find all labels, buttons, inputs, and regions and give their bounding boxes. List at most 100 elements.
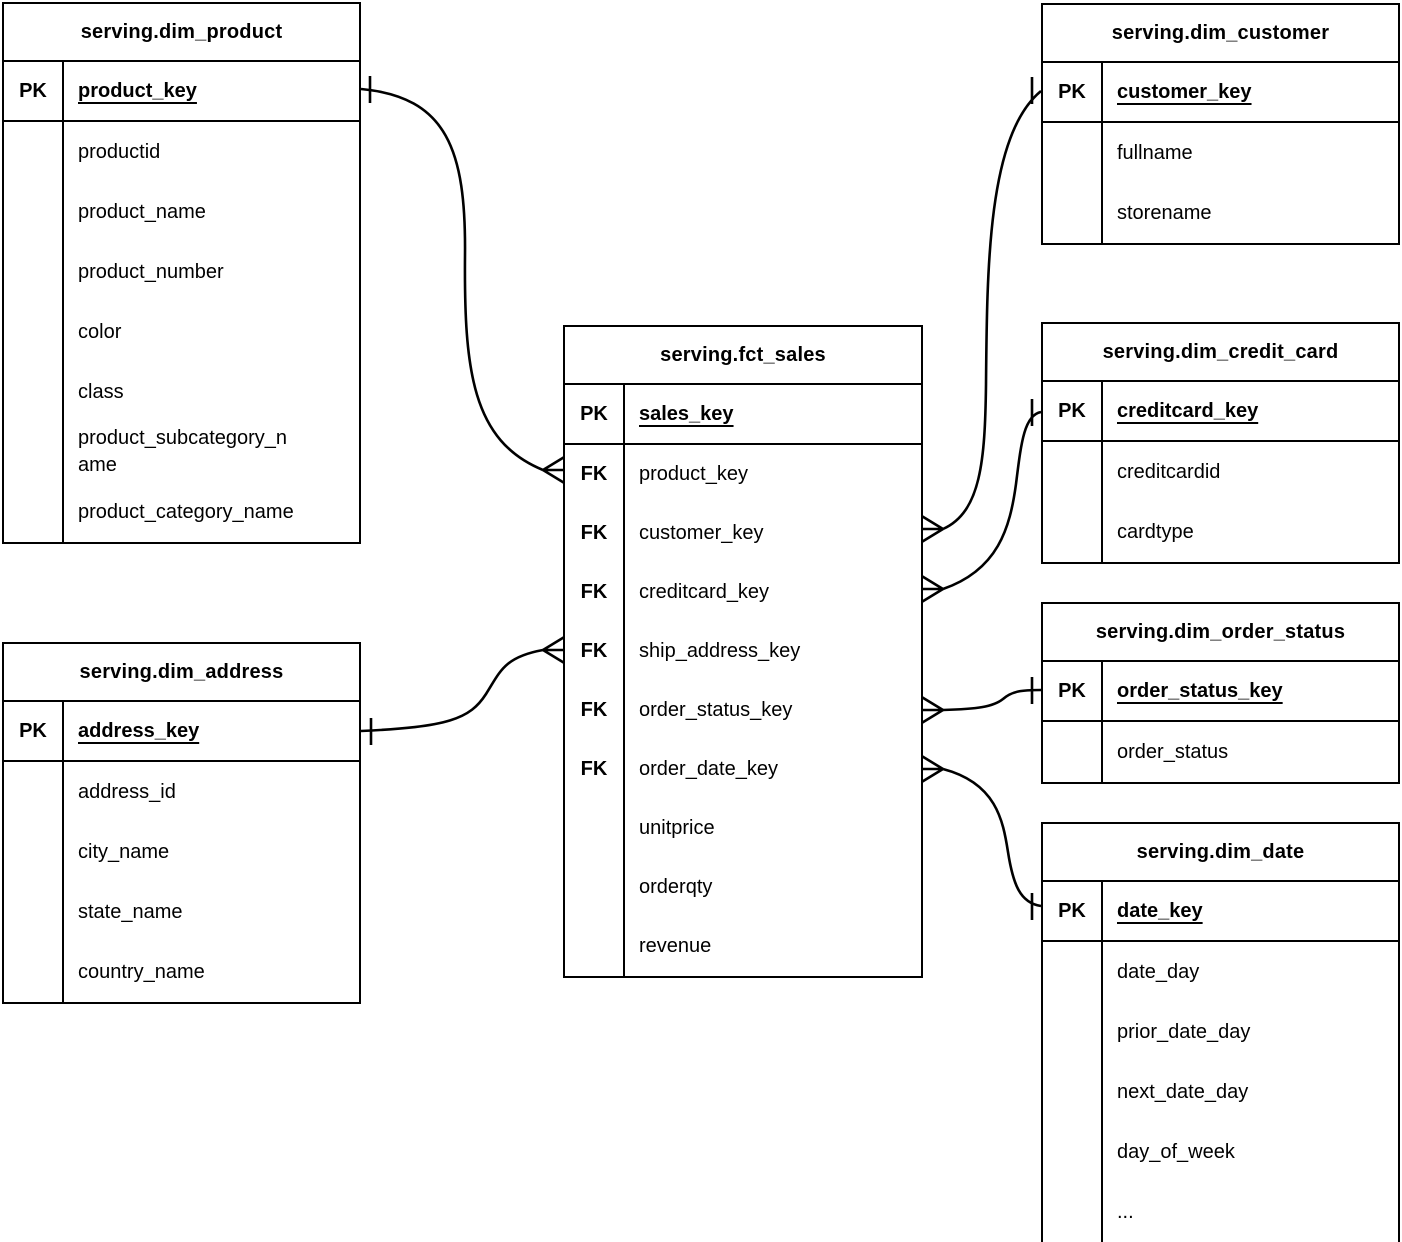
field-name: order_status <box>1117 740 1229 763</box>
key-tag <box>1043 1182 1103 1242</box>
pk-tag: PK <box>1043 382 1103 440</box>
crow-foot-icon <box>919 573 944 605</box>
pk-tag: PK <box>4 702 64 760</box>
relationship-credit-card <box>919 399 1042 605</box>
table-title: serving.dim_date <box>1043 824 1398 882</box>
field-row: ... <box>1043 1182 1398 1242</box>
key-tag <box>1043 123 1103 183</box>
fk-tag: FK <box>565 681 625 740</box>
entity-fct-sales: serving.fct_sales PK sales_key FK produc… <box>563 325 923 978</box>
key-tag <box>4 242 64 302</box>
field-name: product_key <box>639 463 748 485</box>
field-name: customer_key <box>639 522 764 544</box>
crow-foot-icon <box>919 694 944 726</box>
connector-line <box>360 648 544 733</box>
key-tag <box>1043 502 1103 562</box>
pk-tag: PK <box>1043 63 1103 121</box>
relationship-address <box>360 634 567 745</box>
field-row: FK creditcard_key <box>565 563 921 622</box>
key-tag <box>1043 1122 1103 1182</box>
field-name: creditcard_key <box>639 581 770 603</box>
field-row: country_name <box>4 942 359 1002</box>
connector-line <box>360 87 544 472</box>
pk-field: order_status_key <box>1117 679 1283 702</box>
field-name: product_category_name <box>78 500 294 523</box>
field-name: cardtype <box>1117 520 1194 543</box>
field-row: productid <box>4 122 359 182</box>
field-row: FK customer_key <box>565 504 921 563</box>
relationship-date <box>919 753 1042 920</box>
pk-tag: PK <box>1043 882 1103 940</box>
field-name: prior_date_day <box>1117 1020 1251 1043</box>
field-row: product_category_name <box>4 482 359 542</box>
pk-field: customer_key <box>1117 80 1252 103</box>
key-tag <box>1043 183 1103 243</box>
fk-tag: FK <box>565 740 625 799</box>
key-tag <box>1043 942 1103 1002</box>
pk-field: address_key <box>78 719 200 742</box>
field-name: product_name <box>78 200 206 223</box>
pk-tag: PK <box>1043 662 1103 720</box>
field-name: class <box>78 380 124 403</box>
connector-line <box>942 410 1042 591</box>
field-name: creditcardid <box>1117 460 1221 483</box>
field-name: city_name <box>78 840 170 863</box>
field-row: cardtype <box>1043 502 1398 562</box>
pk-row: PK date_key <box>1043 882 1398 942</box>
table-title: serving.dim_product <box>4 4 359 62</box>
pk-field: date_key <box>1117 899 1203 922</box>
key-tag <box>4 302 64 362</box>
pk-field: sales_key <box>639 402 734 425</box>
field-name: orderqty <box>639 876 713 898</box>
entity-dim-order-status: serving.dim_order_status PK order_status… <box>1041 602 1400 784</box>
field-name: storename <box>1117 201 1212 224</box>
field-row: orderqty <box>565 858 921 917</box>
field-row: FK ship_address_key <box>565 622 921 681</box>
field-name: ... <box>1117 1200 1134 1223</box>
field-row: fullname <box>1043 123 1398 183</box>
pk-row: PK creditcard_key <box>1043 382 1398 442</box>
pk-field: creditcard_key <box>1117 399 1259 422</box>
field-row: storename <box>1043 183 1398 243</box>
field-row: state_name <box>4 882 359 942</box>
key-tag <box>4 362 64 422</box>
field-row: creditcardid <box>1043 442 1398 502</box>
field-name: productid <box>78 140 161 163</box>
field-name: address_id <box>78 780 176 803</box>
crow-foot-icon <box>542 454 567 486</box>
field-name: revenue <box>639 935 712 957</box>
field-row: city_name <box>4 822 359 882</box>
pk-row: PK order_status_key <box>1043 662 1398 722</box>
connector-line <box>942 688 1042 712</box>
table-title: serving.dim_customer <box>1043 5 1398 63</box>
field-name: order_date_key <box>639 758 778 780</box>
entity-dim-address: serving.dim_address PK address_key addre… <box>2 642 361 1004</box>
crow-foot-icon <box>542 634 567 666</box>
key-tag <box>1043 722 1103 782</box>
entity-dim-date: serving.dim_date PK date_key date_day pr… <box>1041 822 1400 1242</box>
field-row: day_of_week <box>1043 1122 1398 1182</box>
fk-tag: FK <box>565 445 625 504</box>
field-name: order_status_key <box>639 699 793 721</box>
field-name: day_of_week <box>1117 1140 1235 1163</box>
field-row: FK order_status_key <box>565 681 921 740</box>
crow-foot-icon <box>919 753 944 785</box>
connector-line <box>942 767 1042 908</box>
field-row: next_date_day <box>1043 1062 1398 1122</box>
field-name: date_day <box>1117 960 1200 983</box>
connector-line <box>942 90 1042 531</box>
fk-tag: FK <box>565 504 625 563</box>
key-tag <box>4 762 64 822</box>
pk-row: PK sales_key <box>565 385 921 445</box>
field-name: product_subcategory_name <box>78 427 288 476</box>
field-row: order_status <box>1043 722 1398 782</box>
field-name: next_date_day <box>1117 1080 1249 1103</box>
entity-dim-product: serving.dim_product PK product_key produ… <box>2 2 361 544</box>
field-row: product_number <box>4 242 359 302</box>
relationship-customer <box>919 77 1042 545</box>
fk-tag: FK <box>565 622 625 681</box>
key-tag <box>4 122 64 182</box>
pk-tag: PK <box>4 62 64 120</box>
